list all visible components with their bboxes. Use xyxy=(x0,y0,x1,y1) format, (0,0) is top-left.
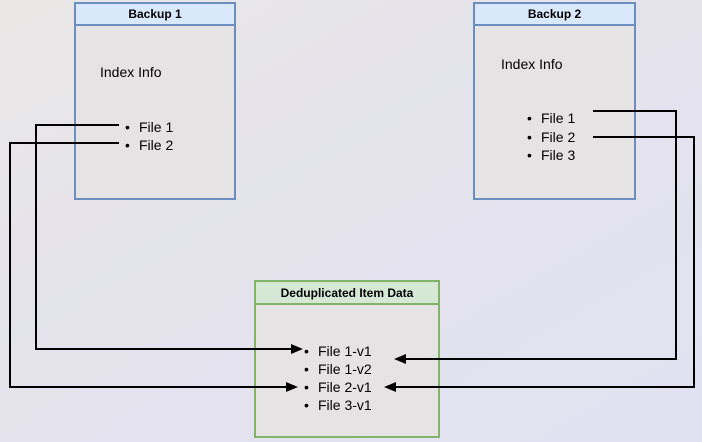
backup2-title: Backup 2 xyxy=(527,7,582,21)
list-item: • File 1-v2 xyxy=(304,360,372,378)
list-item-label: File 3-v1 xyxy=(318,397,372,413)
bullet-icon: • xyxy=(527,110,532,127)
list-item: • File 2-v1 xyxy=(304,378,372,396)
arrowhead-right-icon xyxy=(291,344,303,354)
arrowhead-right-icon xyxy=(286,382,298,392)
list-item-label: File 3 xyxy=(541,147,576,164)
list-item: • File 3-v1 xyxy=(304,396,372,414)
connector-segment xyxy=(35,124,119,126)
connector-segment xyxy=(406,358,677,360)
backup2-file-list: • File 1 • File 2 • File 3 xyxy=(527,109,575,165)
backup1-subtitle: Index Info xyxy=(100,64,162,80)
connector-segment xyxy=(9,142,11,388)
bullet-icon: • xyxy=(527,147,532,164)
bullet-icon: • xyxy=(125,119,130,135)
backup2-node: Backup 2 Index Info • File 1 • File 2 • … xyxy=(473,2,636,200)
list-item-label: File 2 xyxy=(139,137,174,153)
bullet-icon: • xyxy=(304,343,309,359)
dedup-title: Deduplicated Item Data xyxy=(280,285,414,300)
backup1-title: Backup 1 xyxy=(128,7,182,21)
list-item-label: File 1-v1 xyxy=(318,343,372,359)
connector-segment xyxy=(396,386,695,388)
list-item: • File 1 xyxy=(125,118,173,136)
bullet-icon: • xyxy=(304,361,309,377)
list-item: • File 2 xyxy=(527,128,575,147)
list-item-label: File 1 xyxy=(139,119,174,135)
dedup-header: Deduplicated Item Data xyxy=(256,282,438,305)
dedup-node: Deduplicated Item Data • File 1-v1 • Fil… xyxy=(254,280,440,438)
connector-segment xyxy=(35,348,292,350)
connector-segment xyxy=(9,386,287,388)
connector-segment xyxy=(593,136,695,138)
list-item-label: File 1 xyxy=(541,110,576,127)
connector-segment xyxy=(675,110,677,360)
backup1-header: Backup 1 xyxy=(76,4,234,26)
list-item-label: File 1-v2 xyxy=(318,361,372,377)
list-item: • File 2 xyxy=(125,136,173,154)
dedup-file-list: • File 1-v1 • File 1-v2 • File 2-v1 • Fi… xyxy=(304,342,372,414)
arrowhead-left-icon xyxy=(394,354,406,364)
list-item: • File 3 xyxy=(527,146,575,165)
list-item: • File 1-v1 xyxy=(304,342,372,360)
arrowhead-left-icon xyxy=(384,382,396,392)
connector-segment xyxy=(9,142,119,144)
connector-segment xyxy=(593,110,677,112)
list-item-label: File 2 xyxy=(541,128,576,145)
list-item: • File 1 xyxy=(527,109,575,128)
connector-segment xyxy=(693,136,695,388)
backup1-node: Backup 1 Index Info • File 1 • File 2 xyxy=(74,2,236,200)
backup1-file-list: • File 1 • File 2 xyxy=(125,118,173,154)
bullet-icon: • xyxy=(304,397,309,413)
bullet-icon: • xyxy=(304,379,309,395)
backup2-subtitle: Index Info xyxy=(501,56,563,72)
bullet-icon: • xyxy=(527,128,532,145)
connector-segment xyxy=(35,124,37,350)
backup2-header: Backup 2 xyxy=(475,4,634,26)
bullet-icon: • xyxy=(125,137,130,153)
list-item-label: File 2-v1 xyxy=(318,379,372,395)
